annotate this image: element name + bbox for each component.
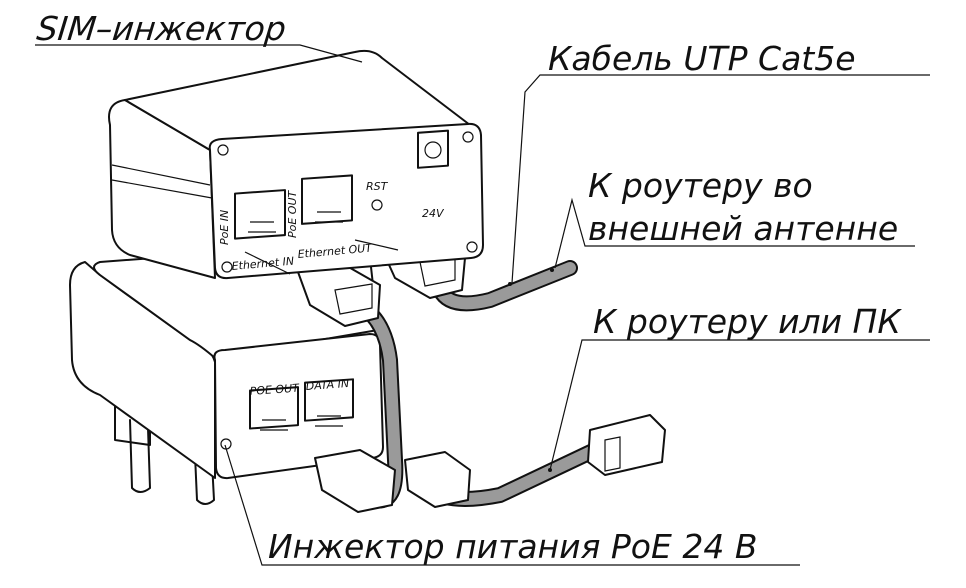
leader-lines <box>35 44 930 566</box>
plug-pin-left <box>129 419 151 493</box>
label-antenna-router-2: внешней антенне <box>588 209 898 248</box>
plug-pin-right <box>194 454 215 505</box>
power-jack-label: 24V <box>422 207 445 220</box>
label-antenna-router-1: К роутеру во <box>588 166 813 205</box>
poe-out-label: PoE OUT <box>286 189 299 238</box>
poe-out-port-label: POE OUT <box>249 382 300 398</box>
rj45-plugs <box>297 237 666 513</box>
label-router-pc: К роутеру или ПК <box>593 302 902 341</box>
label-poe-injector: Инжектор питания PoE 24 В <box>268 527 757 566</box>
poe-in-label: PoE IN <box>218 210 231 245</box>
data-in-port-label: DATA IN <box>305 377 349 393</box>
label-sim-injector: SIM–инжектор <box>35 9 288 48</box>
rst-label: RST <box>366 180 389 193</box>
label-cable: Кабель UTP Cat5e <box>548 39 856 78</box>
cables <box>352 260 603 509</box>
sim-injector: PoE IN PoE OUT Ethernet IN Ethernet OUT … <box>108 49 484 280</box>
